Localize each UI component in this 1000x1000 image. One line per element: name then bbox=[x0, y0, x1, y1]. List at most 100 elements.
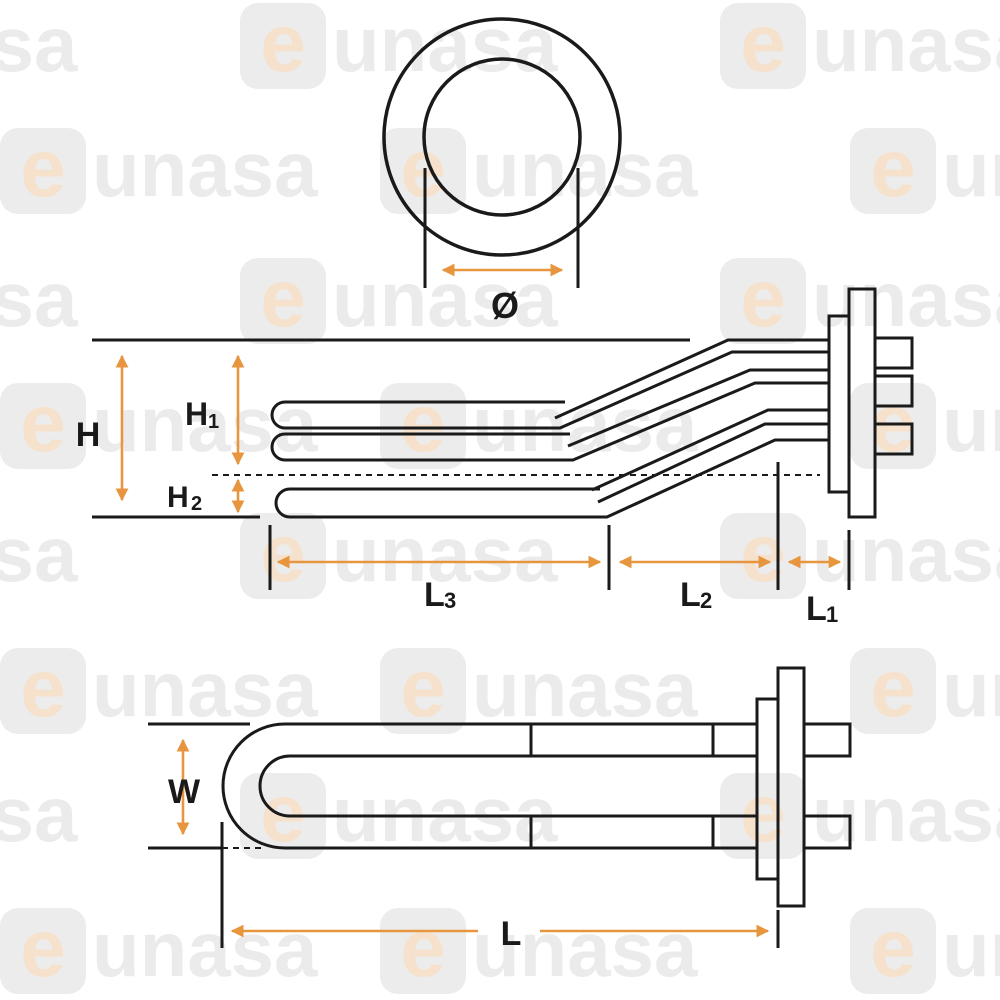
upper-tube-inner bbox=[554, 338, 829, 420]
watermark-letter: e bbox=[260, 253, 306, 344]
h2-label: H 2 bbox=[167, 481, 202, 515]
top-view: W L bbox=[148, 666, 852, 953]
ring-top-view: Ø bbox=[382, 17, 622, 326]
watermark-text: unasa bbox=[92, 905, 318, 993]
h-label: H bbox=[76, 416, 101, 454]
watermark-text: unasa bbox=[0, 770, 78, 858]
watermark-letter: e bbox=[740, 253, 786, 344]
u-tube-outer bbox=[221, 722, 757, 850]
watermark-text: unasa bbox=[92, 125, 318, 213]
svg-text:2: 2 bbox=[700, 588, 712, 613]
watermark-letter: e bbox=[870, 643, 916, 734]
svg-text:H: H bbox=[185, 396, 208, 432]
watermark-letter: e bbox=[260, 508, 306, 599]
watermark-text: unasa bbox=[0, 255, 78, 343]
watermark-text: unasa bbox=[332, 255, 558, 343]
svg-text:L: L bbox=[424, 576, 445, 614]
top-flange-outer-plate bbox=[776, 666, 806, 908]
watermark-badge bbox=[240, 3, 326, 89]
terminal-middle bbox=[873, 374, 914, 408]
lower-tube-inner bbox=[597, 422, 829, 504]
watermark-text: unasa bbox=[942, 380, 1000, 468]
watermark-letter: e bbox=[400, 378, 446, 469]
watermark-text: unasa bbox=[812, 0, 1000, 88]
top-terminal-lower bbox=[802, 814, 852, 850]
watermark-badge bbox=[850, 383, 936, 469]
watermark-badge bbox=[850, 648, 936, 734]
l1-label: L 1 bbox=[806, 590, 838, 628]
watermark-text: unasa bbox=[812, 510, 1000, 598]
watermark-letter: e bbox=[260, 768, 306, 859]
side-view: H H 1 H 2 L 3 L 2 L 1 bbox=[76, 287, 914, 628]
top-terminal-upper bbox=[802, 722, 852, 758]
lower-tube-outer bbox=[591, 408, 829, 492]
svg-text:L: L bbox=[806, 590, 827, 628]
ring-inner-circle bbox=[422, 57, 582, 217]
watermark-badge bbox=[380, 383, 466, 469]
watermark-letter: e bbox=[870, 123, 916, 214]
upper-tube-loop bbox=[270, 350, 829, 430]
h1-label: H 1 bbox=[185, 396, 219, 433]
watermark-badge bbox=[720, 258, 806, 344]
watermark-text: unasa bbox=[472, 645, 698, 733]
svg-text:2: 2 bbox=[191, 493, 202, 515]
terminal-bottom bbox=[873, 422, 914, 456]
watermark-letter: e bbox=[400, 903, 446, 994]
watermark-badge bbox=[380, 648, 466, 734]
watermark-text: unasa bbox=[0, 0, 78, 88]
watermark-letter: e bbox=[260, 0, 306, 89]
watermark-badge bbox=[0, 128, 86, 214]
watermark-text: unasa bbox=[332, 770, 558, 858]
l-label: L bbox=[501, 915, 522, 953]
svg-text:1: 1 bbox=[208, 411, 219, 433]
svg-text:L: L bbox=[680, 576, 701, 614]
w-label: W bbox=[168, 773, 201, 811]
watermark-badge bbox=[0, 383, 86, 469]
middle-tube-inner bbox=[567, 368, 829, 448]
lower-tube-loop bbox=[274, 438, 829, 519]
watermark-letter: e bbox=[20, 903, 66, 994]
watermark-text: unasa bbox=[0, 510, 78, 598]
watermark-badge bbox=[0, 908, 86, 994]
u-tube-inner bbox=[258, 754, 757, 818]
watermark-badge bbox=[380, 128, 466, 214]
svg-text:H: H bbox=[167, 481, 189, 514]
diameter-label: Ø bbox=[491, 285, 519, 326]
watermark-letter: e bbox=[20, 643, 66, 734]
watermark-letter: e bbox=[20, 123, 66, 214]
watermark-badge bbox=[850, 908, 936, 994]
watermark-text: unasa bbox=[812, 255, 1000, 343]
watermark-badge bbox=[240, 258, 326, 344]
watermark-text: unasa bbox=[812, 770, 1000, 858]
terminal-top bbox=[873, 336, 914, 370]
watermark-text: unasa bbox=[942, 905, 1000, 993]
middle-tube-loop bbox=[270, 381, 829, 462]
watermark-text: unasa bbox=[942, 125, 1000, 213]
l3-label: L 3 bbox=[424, 576, 456, 614]
watermark-text: unasa bbox=[332, 0, 558, 88]
watermark-letter: e bbox=[870, 903, 916, 994]
watermark-text: unasa bbox=[92, 645, 318, 733]
l2-label: L 2 bbox=[680, 576, 712, 614]
watermark-letter: e bbox=[20, 378, 66, 469]
